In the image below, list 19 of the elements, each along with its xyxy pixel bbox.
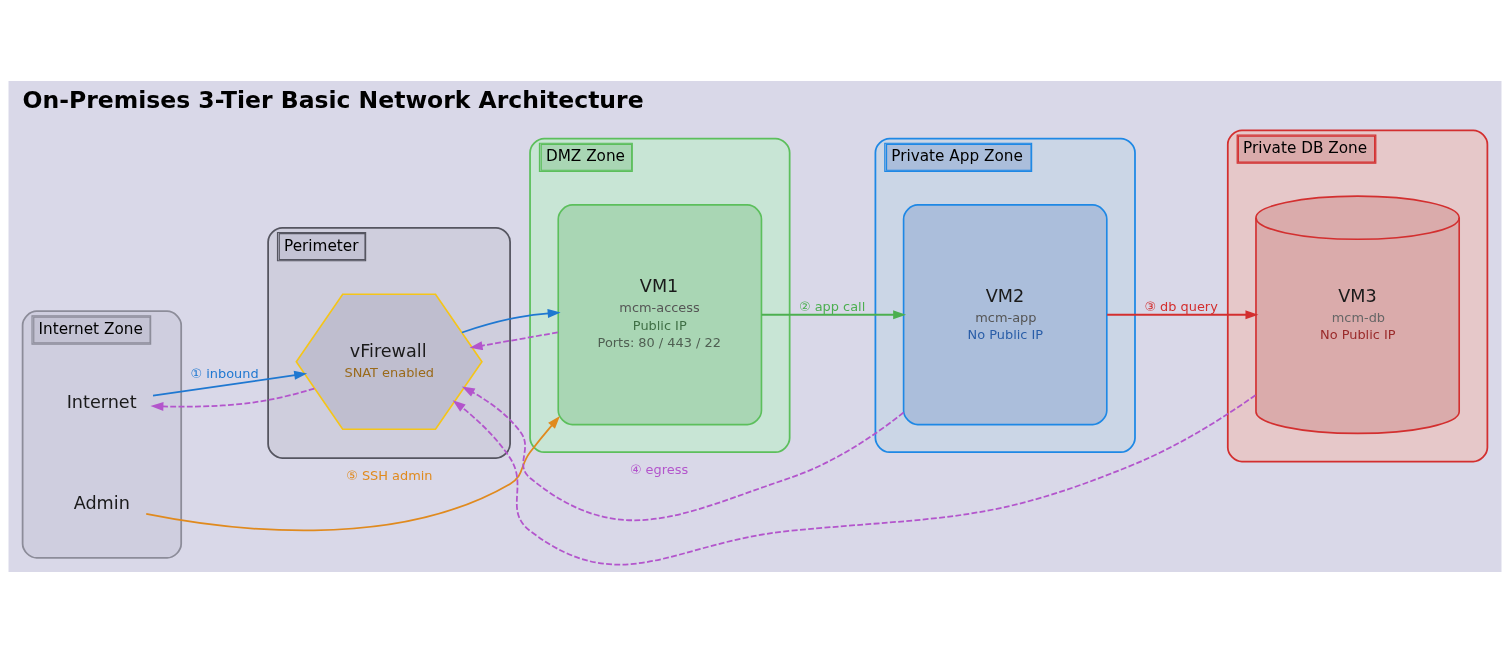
arrow <box>461 308 561 333</box>
diagram-title: On-Premises 3-Tier Basic Network Architecture <box>22 85 644 114</box>
node-box: VM2 mcm-app No Public IP <box>902 203 1108 425</box>
node-box: VM1 mcm-access Public IP Ports: 80 / 443 / 22 <box>557 203 763 425</box>
node-text: Admin <box>73 492 130 513</box>
edge-label: ④ egress <box>629 461 689 477</box>
arrow <box>145 415 560 531</box>
node-text: Internet <box>66 391 137 412</box>
arrow <box>152 370 308 396</box>
edge-label: ⑤ SSH admin <box>346 467 433 483</box>
edge-label: ② app call <box>799 298 866 314</box>
edge-label: ③ db query <box>1144 298 1218 314</box>
arrow <box>760 309 907 319</box>
arrow <box>469 331 559 350</box>
arrow <box>452 393 1257 565</box>
edge-label: ① inbound <box>190 365 259 381</box>
arrow <box>461 385 905 521</box>
arrow <box>150 387 316 411</box>
arrow <box>1106 309 1259 319</box>
